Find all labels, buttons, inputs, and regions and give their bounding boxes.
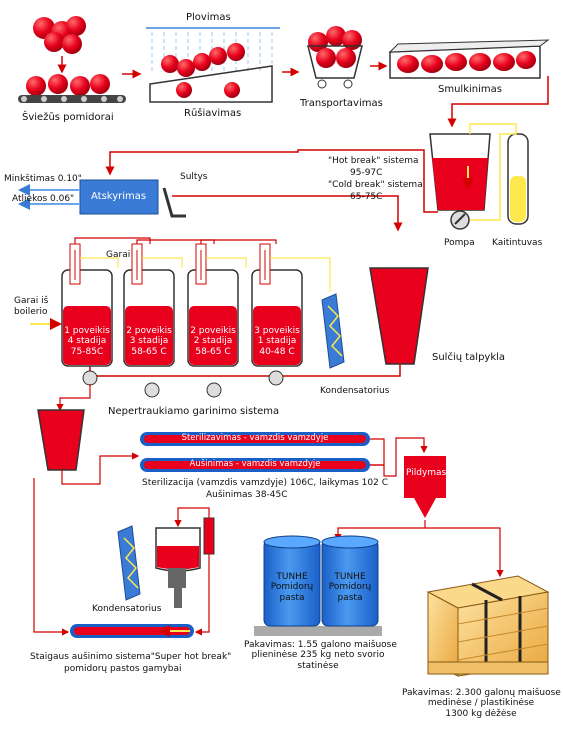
super-hot-break-pipe <box>70 624 194 638</box>
sorting-label: Rūšiavimas <box>184 108 242 119</box>
line-to-super-hot-break <box>33 478 70 636</box>
steel-drums-icon <box>254 535 382 636</box>
softening-label: Minkštimas 0.10" <box>4 174 82 184</box>
separation-label: Atskyrimas <box>91 191 147 202</box>
cooling-pipe <box>140 458 370 472</box>
washing-label: Plovimas <box>186 12 231 23</box>
flash-cooler-icon <box>155 517 215 608</box>
juice-line <box>172 195 403 232</box>
fresh-tomatoes-label: Šviežūs pomidorai <box>22 112 114 123</box>
evaporator-4 <box>251 243 303 367</box>
transport-icon <box>307 26 363 89</box>
juice-label: Sultys <box>180 172 208 182</box>
cooling-pipe-label: Aušinimas - vamzdis vamzdyje <box>189 459 321 469</box>
cold-break-label: "Cold break" sistema <box>328 180 423 190</box>
boiler-steam-label-1: Garai iš <box>14 296 49 306</box>
condenser-2-icon <box>117 525 141 601</box>
evaporator-3 <box>187 243 239 367</box>
washing-sorting-icon <box>146 27 280 103</box>
hot-break-tank-icon <box>429 133 491 211</box>
cold-break-temp: 65-75C <box>350 192 383 202</box>
evaporator-system <box>30 237 331 412</box>
evaporation-system-label: Nepertraukiamo garinimo sistema <box>108 406 280 417</box>
pump-label: Pompa <box>444 238 475 248</box>
heater-icon <box>507 133 529 225</box>
sterilization-pipe-label: Sterilizavimas - vamzdis vamzdyje <box>181 433 329 443</box>
line-to-separator <box>105 149 438 213</box>
chopping-machine-icon <box>388 39 550 79</box>
condenser-2-label: Kondensatorius <box>92 604 162 614</box>
super-hot-break-label-2: pomidorų pastos gamybai <box>64 664 182 674</box>
filling-label: Pildymas <box>406 468 447 478</box>
chopping-label: Smulkinimas <box>438 84 502 95</box>
tank-to-evaporator-line <box>89 364 401 377</box>
transport-label: Transportavimas <box>300 98 383 109</box>
sterilization-pipe <box>140 432 370 446</box>
wooden-crate-icon <box>426 575 550 677</box>
boiler-steam-label-2: boilerio <box>14 307 48 317</box>
super-hot-break-label-1: Staigaus aušinimo sistema"Super hot brea… <box>30 652 232 662</box>
hot-break-temp: 95-97C <box>350 168 383 178</box>
juice-tank-icon <box>369 267 429 365</box>
fresh-tomatoes-icon <box>33 16 86 54</box>
holding-tank-icon <box>37 409 85 471</box>
juice-tank-label: Sulčių talpykla <box>432 352 506 363</box>
heater-loop-line <box>469 123 517 221</box>
condenser-icon <box>321 293 345 369</box>
waste-label: Atliekos 0.06" <box>12 194 75 204</box>
evaporator-1 <box>61 243 113 367</box>
separator-icon <box>79 179 186 218</box>
conveyor-belt-icon <box>18 74 126 103</box>
hot-break-label: "Hot break" sistema <box>328 156 419 166</box>
sterilization-note-2: Aušinimas 38-45C <box>206 490 288 500</box>
arrow-to-hopper <box>447 76 549 128</box>
filling-machine-icon <box>404 456 446 518</box>
condenser-label: Kondensatorius <box>320 386 390 396</box>
heater-label: Kaitintuvas <box>492 238 543 248</box>
evaporator-2 <box>123 243 175 367</box>
pump-icon <box>450 210 470 230</box>
line-to-sterilizer <box>61 452 140 485</box>
sterilization-note-1: Sterilizacija (vamzdis vamzdyje) 106C, l… <box>142 478 389 488</box>
steam-label: Garai <box>106 250 131 260</box>
